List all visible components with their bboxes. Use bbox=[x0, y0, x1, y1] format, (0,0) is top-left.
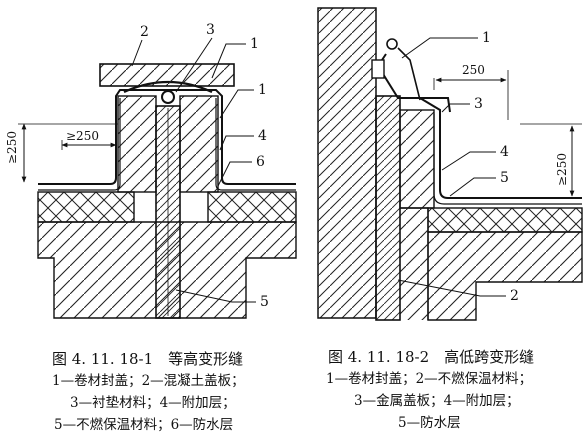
left-leaders bbox=[131, 37, 256, 303]
left-dim-ge250: ≥250 bbox=[5, 131, 19, 164]
left-callout-1b: 1 bbox=[258, 82, 267, 98]
right-dim-ge250: ≥250 bbox=[555, 153, 569, 186]
left-caption-line-2: 3—衬垫材料；4—附加层； bbox=[70, 395, 236, 411]
right-caption-line-2: 3—金属盖板；4—附加层； bbox=[354, 393, 520, 409]
left-parapet-a bbox=[117, 95, 157, 193]
right-caption-title: 图 4. 11. 18-2 高低跨变形缝 bbox=[328, 348, 535, 366]
right-membrane bbox=[419, 97, 582, 199]
right-callout-4: 4 bbox=[500, 144, 509, 160]
left-callout-2: 2 bbox=[140, 24, 149, 40]
left-caption-title: 图 4. 11. 18-1 等高变形缝 bbox=[52, 350, 244, 368]
right-dim-250: 250 bbox=[462, 63, 485, 77]
left-insulation-left bbox=[37, 191, 135, 223]
left-cover-plate bbox=[99, 63, 235, 87]
left-callout-5: 5 bbox=[260, 294, 269, 310]
right-leaders bbox=[397, 37, 506, 297]
left-callout-6: 6 bbox=[256, 154, 265, 170]
right-parapet bbox=[399, 109, 435, 209]
right-high-wall bbox=[317, 7, 377, 319]
right-caption-line-3: 5—防水层 bbox=[398, 415, 461, 431]
right-callout-1: 1 bbox=[482, 30, 491, 46]
right-caption-line-1: 1—卷材封盖；2—不燃保温材料； bbox=[326, 371, 533, 387]
left-callout-1a: 1 bbox=[250, 36, 259, 52]
left-detail: ≥250 ≥250 2 3 1 1 4 6 5 bbox=[5, 22, 297, 319]
right-callout-5: 5 bbox=[500, 170, 509, 186]
right-callout-3: 3 bbox=[474, 96, 483, 112]
left-insulation-right bbox=[207, 191, 297, 223]
left-parapet-b bbox=[179, 95, 219, 193]
left-caption-line-1: 1—卷材封盖；2—混凝土盖板； bbox=[52, 373, 245, 389]
right-callout-2: 2 bbox=[510, 288, 519, 304]
left-dim-250: ≥250 bbox=[66, 129, 99, 143]
right-low-slab bbox=[427, 231, 583, 321]
right-joint-fill bbox=[375, 95, 401, 321]
left-callout-4: 4 bbox=[258, 128, 267, 144]
right-insulation bbox=[427, 207, 583, 233]
left-backing-rod bbox=[161, 90, 175, 104]
left-callout-3: 3 bbox=[206, 22, 215, 38]
right-detail: 250 ≥250 1 3 4 5 2 bbox=[317, 7, 583, 321]
left-caption-line-3: 5—不燃保温材料；6—防水层 bbox=[54, 417, 234, 433]
